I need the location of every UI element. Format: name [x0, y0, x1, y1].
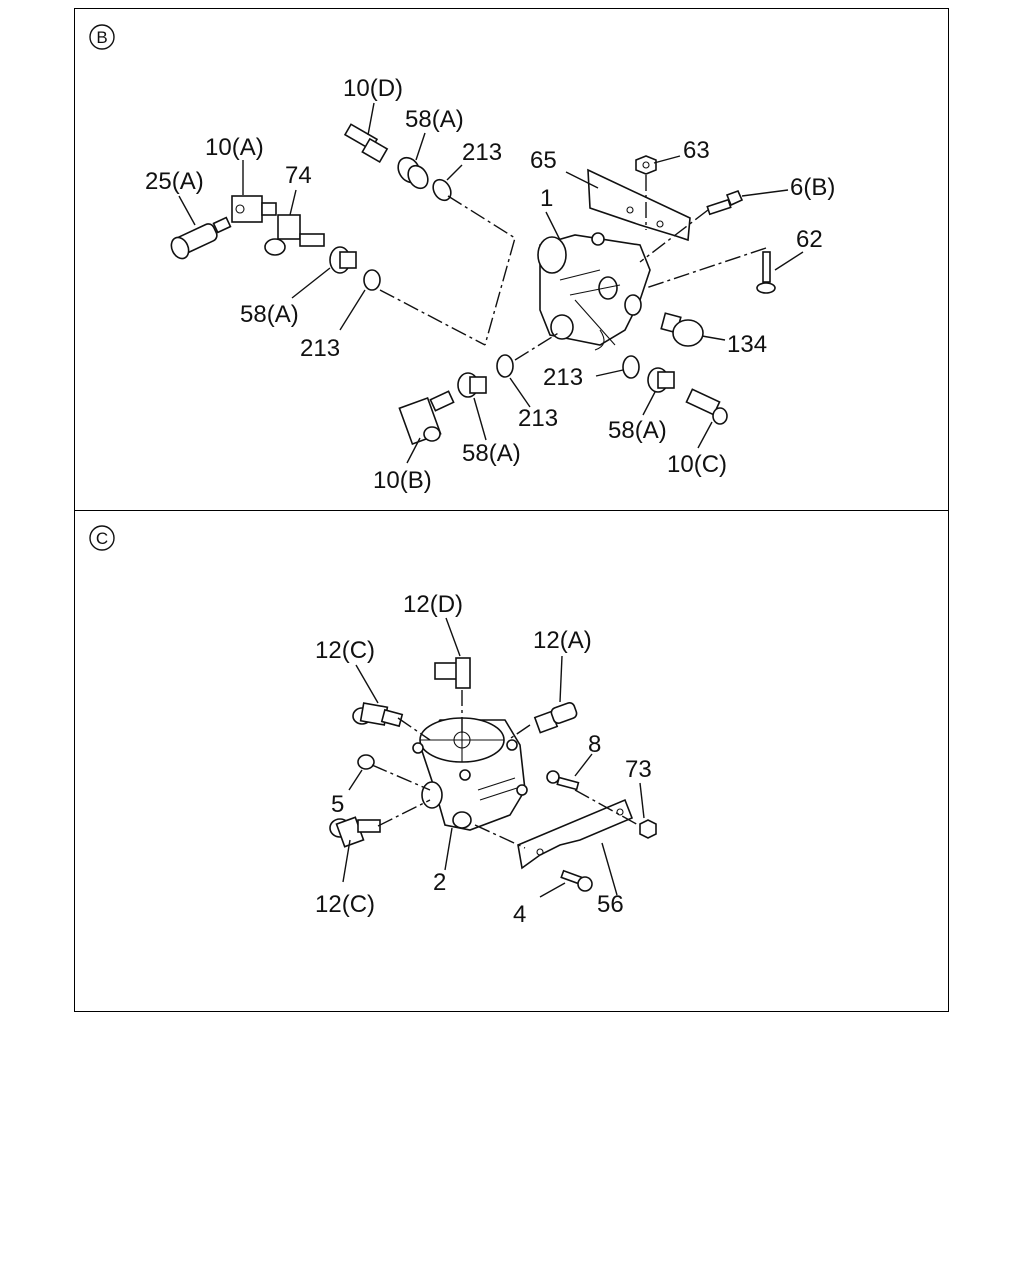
- washer-213-bottom: [496, 354, 514, 378]
- bracket-65: [587, 168, 691, 242]
- bolt-8: [546, 770, 580, 791]
- elbow-12c-top: [352, 702, 404, 728]
- callout-73: 73: [625, 756, 652, 783]
- panel-b-badge-label: B: [96, 28, 107, 47]
- bracket-56: [517, 798, 634, 870]
- panel-b-leaders: [178, 102, 804, 464]
- washer-213-right: [622, 355, 640, 379]
- callout-74: 74: [285, 162, 312, 189]
- callout-12d: 12(D): [403, 591, 463, 618]
- callout-10c: 10(C): [667, 451, 727, 478]
- callout-10d: 10(D): [343, 75, 403, 102]
- callout-12c-bottom: 12(C): [315, 891, 375, 918]
- callout-5: 5: [331, 791, 344, 818]
- fitting-10c: [685, 388, 728, 425]
- adapter-58a-top: [397, 156, 429, 190]
- elbow-12d: [434, 657, 471, 689]
- bolt-62: [756, 251, 776, 294]
- callout-58a-bottom: 58(A): [462, 440, 521, 467]
- panel-c-frame: [74, 510, 949, 1012]
- callout-213-left: 213: [300, 335, 340, 362]
- relay-valve-body-1: [537, 232, 651, 351]
- panel-b-badge: B: [89, 24, 115, 50]
- panel-c-callouts: 12(D) 12(C) 12(A) 8 73 5 2 12(C) 4 56: [315, 591, 652, 928]
- washer-213-top: [432, 178, 452, 202]
- adapter-58a-left: [329, 246, 357, 274]
- bolt-4: [560, 869, 593, 892]
- nut-63: [635, 155, 657, 175]
- callout-25a: 25(A): [145, 168, 204, 195]
- panel-c-badge-label: C: [96, 529, 108, 548]
- callout-6b: 6(B): [790, 174, 835, 201]
- washer-213-left: [363, 269, 381, 291]
- callout-1: 1: [540, 185, 553, 212]
- callout-58a-top: 58(A): [405, 106, 464, 133]
- panel-b-callouts: 10(D) 58(A) 213 65 63 10(A) 74 25(A) 1 6…: [145, 75, 835, 494]
- callout-213-right: 213: [543, 364, 583, 391]
- callout-2: 2: [433, 869, 446, 896]
- callout-10a: 10(A): [205, 134, 264, 161]
- washer-5: [357, 754, 375, 770]
- callout-12a: 12(A): [533, 627, 592, 654]
- plug-134: [660, 312, 704, 347]
- valve-body-2: [412, 717, 528, 831]
- callout-213-bottom: 213: [518, 405, 558, 432]
- bolt-6b: [706, 189, 744, 216]
- pressure-switch-25a: [170, 216, 232, 260]
- callout-62: 62: [796, 226, 823, 253]
- fitting-10a: [231, 195, 277, 223]
- fitting-12a: [533, 701, 578, 734]
- panel-c-badge: C: [89, 525, 115, 551]
- adapter-58a-bottom: [457, 372, 487, 398]
- callout-58a-left: 58(A): [240, 301, 299, 328]
- callout-58a-right: 58(A): [608, 417, 667, 444]
- callout-65: 65: [530, 147, 557, 174]
- callout-56: 56: [597, 891, 624, 918]
- nut-73: [639, 819, 657, 839]
- panel-b-centerlines: [379, 175, 767, 361]
- elbow-12c-bottom: [329, 816, 381, 848]
- callout-4: 4: [513, 901, 526, 928]
- panel-c-centerlines: [371, 690, 641, 849]
- elbow-74: [264, 214, 325, 256]
- panel-b-drawing: B: [89, 24, 835, 494]
- panel-c-drawing: C: [89, 525, 657, 928]
- fitting-10d: [343, 123, 389, 164]
- callout-213-top: 213: [462, 139, 502, 166]
- callout-134: 134: [727, 331, 767, 358]
- callout-10b: 10(B): [373, 467, 432, 494]
- adapter-58a-right: [647, 367, 675, 393]
- callout-12c-top: 12(C): [315, 637, 375, 664]
- elbow-10b: [398, 390, 455, 446]
- panel-c-leaders: [342, 617, 645, 898]
- callout-63: 63: [683, 137, 710, 164]
- callout-8: 8: [588, 731, 601, 758]
